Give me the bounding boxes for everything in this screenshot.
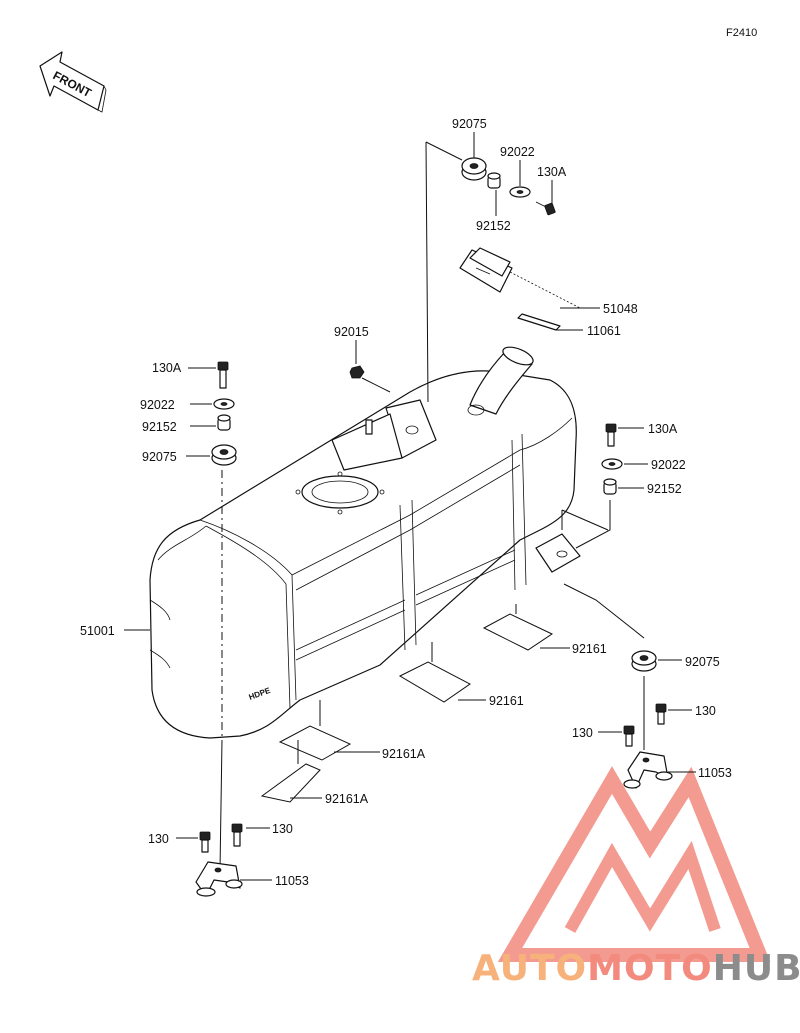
left-grommet-92075 [211,444,237,466]
fuel-tank-51001: HDPE [149,346,581,740]
label-top-washer: 92022 [500,145,535,159]
label-lb-bolt-right: 130 [272,822,293,836]
top-collar-92152 [487,172,501,189]
watermark-text: AUTOMOTOHUB [472,948,800,989]
label-pad-a1: 92161A [382,747,426,761]
left-bottom-bracket-parts: 130 130 11053 [148,739,309,897]
label-tank: 51001 [80,624,115,638]
label-right-collar: 92152 [647,482,682,496]
rb-bolt-right [655,703,667,725]
top-grommet-92075 [461,157,487,181]
right-bottom-bracket-parts: 130 130 11053 [572,676,732,789]
watermark-text-moto: MOTO [587,948,713,989]
label-cap-top: 51048 [603,302,638,316]
label-right-washer: 92022 [651,458,686,472]
label-top-bolt: 130A [537,165,567,179]
right-washer-92022 [601,458,623,470]
label-right-bolt: 130A [648,422,678,436]
pad-92161-middle [398,661,471,703]
label-left-grommet: 92075 [142,450,177,464]
fuel-cap-51048: 51048 [459,247,638,316]
left-collar-92152 [217,414,231,431]
label-left-collar: 92152 [142,420,177,434]
watermark-text-auto: AUTO [472,948,587,989]
right-grommet-92075 [631,650,657,672]
lb-bracket-11053 [195,861,243,897]
watermark-triangle-outer [497,766,771,962]
label-left-washer: 92022 [140,398,175,412]
right-collar-92152 [603,478,617,495]
watermark-triangle-inner [564,840,721,933]
figure-code: F2410 [726,27,757,39]
lb-bolt-left [199,831,211,853]
rb-bracket-11053 [623,751,673,789]
pad-92161a-lower [260,763,321,803]
front-direction-arrow: FRONT [39,51,107,113]
left-mount-parts: 130A 92022 92152 92075 [140,361,237,466]
label-pad-middle: 92161 [489,694,524,708]
label-right-grommet: 92075 [685,655,720,669]
rb-bolt-left [623,725,635,747]
tank-side-bracket [535,533,581,573]
label-pad-a2: 92161A [325,792,369,806]
label-top-collar: 92152 [476,219,511,233]
label-rb-bracket: 11053 [698,766,732,780]
label-rb-bolt-right: 130 [695,704,716,718]
label-cap-gasket: 11061 [587,324,621,338]
front-arrow-outline [39,51,105,111]
pad-92161a-upper [278,725,352,761]
top-bolt-130a [535,201,556,216]
label-pad-right: 92161 [572,642,607,656]
label-nut: 92015 [334,325,369,339]
label-left-bolt: 130A [152,361,182,375]
pad-92161-right [482,613,554,651]
right-mount-parts: 130A 92022 92152 92075 [561,422,720,672]
label-top-grommet: 92075 [452,117,487,131]
nut-92015: 92015 [334,325,391,393]
left-washer-92022 [213,398,235,410]
label-rb-bolt-left: 130 [572,726,593,740]
cap-gasket-11061: 11061 [517,313,621,338]
pads: 92161 92161 92161A 92161A [260,604,607,806]
watermark-logo: AUTOMOTOHUB [472,766,800,989]
label-lb-bracket: 11053 [275,874,309,888]
top-mount-parts: 92075 92022 130A 92152 [425,117,567,403]
label-lb-bolt-left: 130 [148,832,169,846]
left-bolt-130a [217,361,229,389]
top-washer-92022 [509,186,531,198]
right-bolt-130a [605,423,617,447]
lb-bolt-right [231,823,243,847]
watermark-text-hub: HUB [713,948,800,989]
